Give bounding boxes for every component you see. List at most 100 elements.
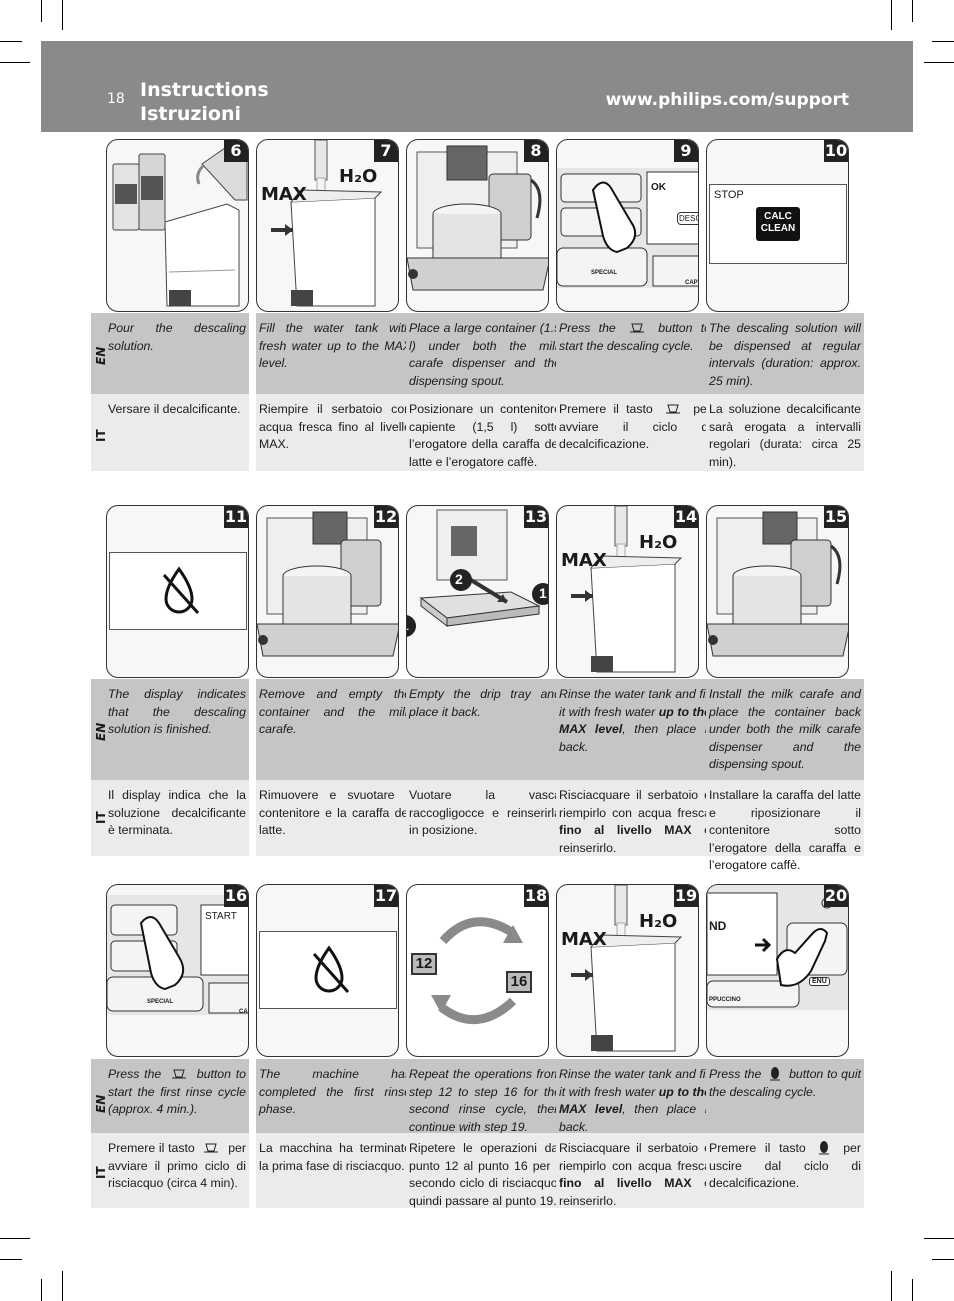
water-tank-icon [571,885,683,1052]
step-13-illustration: 2 1 1 13 [406,505,549,678]
step-9-illustration: OK DESCA SPECIAL CAP 9 [556,139,699,312]
step-19-text-en: Rinse the water tank and fill it with fr… [556,1059,714,1134]
lang-label-en: EN [94,722,108,741]
memo-coffee-icon [172,1069,187,1079]
step-number: 16 [224,885,248,907]
step-number: 12 [374,506,398,528]
cap-label: CAP [239,1009,248,1015]
page-number: 18 [107,91,125,107]
memo-coffee-icon [630,323,645,333]
step-10-illustration: STOP CALC CLEAN 10 [706,139,849,312]
calc-clean-badge: CALC CLEAN [756,207,800,241]
crop-mark [62,0,63,30]
display-ok-label: OK [651,182,666,193]
lang-label-it: IT [94,811,108,824]
step-15-illustration: 15 [706,505,849,678]
step-8-text-it: Posizionare un contenitore capiente (1,5… [406,394,564,471]
step-14-illustration: MAX H₂O 14 [556,505,699,678]
crop-mark [912,0,913,22]
remove-container-icon [257,511,398,657]
loop-start-step: 12 [411,953,437,975]
step-7-illustration: MAX H₂O 7 [256,139,399,312]
machine-display [109,552,247,630]
callout-1: 1 [539,585,547,601]
page-title-en: Instructions [140,79,269,101]
step-number: 9 [674,140,698,162]
step-11-text-it: IT Il display indica che la soluzione de… [91,780,249,856]
step-number: 18 [524,885,548,907]
crop-mark [891,0,892,30]
display-stop-label: STOP [714,189,744,201]
lang-label-en: EN [94,1094,108,1113]
step-10-text-it: La soluzione decalcificante sarà erogata… [706,394,864,471]
no-water-drop-icon [162,566,200,615]
display-nd-label: ND [709,919,727,933]
step-15-text-en: Install the milk carafe and place the co… [706,679,864,780]
special-label: SPECIAL [591,270,618,276]
drip-tray-icon [407,509,548,637]
step-10-text-en: The descaling solution will be dispensed… [706,313,864,394]
step-number: 10 [824,140,848,162]
step-16-text-it: IT Premere il tasto per avviare il primo… [91,1133,249,1208]
step-number: 14 [674,506,698,528]
step-18-text-en: Repeat the operations from step 12 to st… [406,1059,564,1134]
cap-label: CAP [685,280,698,286]
max-label: MAX [561,929,607,950]
water-tank-icon [571,506,683,673]
lang-label-it: IT [94,429,108,442]
step-7-text-en: Fill the water tank with fresh water up … [256,313,414,394]
step-6-text-en: EN Pour the descaling solution. [91,313,249,394]
water-tank-icon [271,140,383,307]
page-title-it: Istruzioni [140,103,242,125]
step-9-text-en: Press the button to start the descaling … [556,313,714,394]
crop-mark [0,1238,30,1239]
memo-coffee-icon [665,404,680,414]
machine-display: STOP CALC CLEAN [709,184,847,264]
no-water-drop-icon [312,945,350,994]
support-url: www.philips.com/support [605,90,849,110]
display-start-label: START [205,911,237,922]
coffee-bean-icon [819,1141,830,1155]
step-20-illustration: ND ENU PPUCCINO 20 [706,884,849,1057]
max-label: MAX [261,184,307,205]
step-number: 13 [524,506,548,528]
step-12-illustration: 12 [256,505,399,678]
memo-coffee-icon [204,1143,219,1153]
repeat-cycle-icon [431,917,523,1024]
menu-label: ENU [809,977,830,986]
step-12-text-en: Remove and empty the container and the m… [256,679,414,780]
install-carafe-icon [707,511,848,657]
crop-mark [41,0,42,22]
crop-mark [932,41,954,42]
page-header: 18 Instructions Istruzioni www.philips.c… [41,41,913,132]
step-14-text-it: Risciacquare il serbatoio e riempirlo co… [556,780,714,856]
lang-label-en: EN [94,346,108,365]
h2o-label: H₂O [639,532,678,553]
press-memo-button-icon [557,168,698,288]
step-6-illustration: 6 [106,139,249,312]
step-18-illustration: 12 16 18 [406,884,549,1057]
step-20-text-en: Press the button to quit the descaling c… [706,1059,864,1133]
crop-mark [891,1271,892,1301]
step-7-text-it: Riempire il serbatoio con acqua fresca f… [256,394,414,471]
step-15-text-it: Installare la caraffa del latte e riposi… [706,780,864,872]
crop-mark [912,1279,913,1301]
loop-end-step: 16 [506,971,532,993]
step-number: 6 [224,140,248,162]
callout-2: 2 [455,571,463,587]
step-number: 11 [224,506,248,528]
step-11-illustration: 11 [106,505,249,678]
step-number: 17 [374,885,398,907]
step-number: 7 [374,140,398,162]
pour-solution-icon [112,147,248,307]
step-13-text-it: Vuotare la vasca raccogligocce e reinser… [406,780,564,856]
step-11-text-en: EN The display indicates that the descal… [91,679,249,780]
step-12-text-it: Rimuovere e svuotare il contenitore e la… [256,780,414,856]
crop-mark [62,1271,63,1301]
h2o-label: H₂O [339,166,378,187]
step-8-text-en: Place a large container (1.5 l) under bo… [406,313,564,394]
machine-display [259,931,397,1009]
cappuccino-label: PPUCCINO [709,997,741,1003]
crop-mark [0,41,22,42]
press-quit-button-icon [707,885,848,1010]
